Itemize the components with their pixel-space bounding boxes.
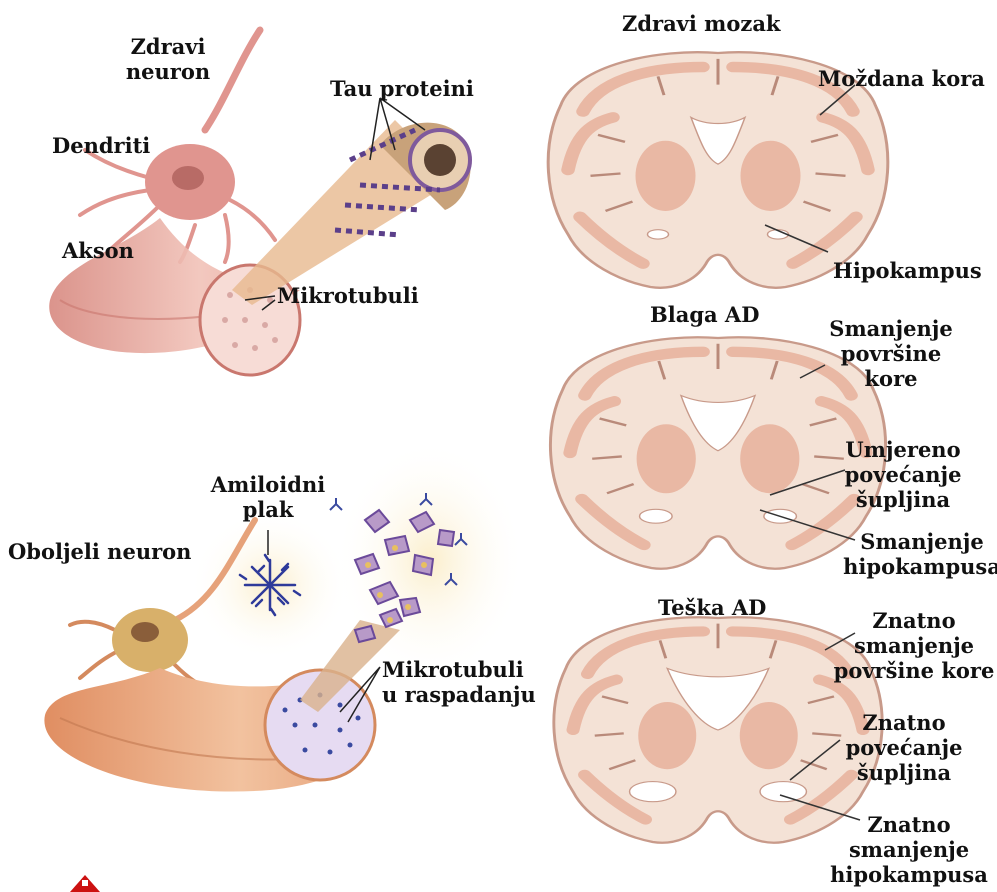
severe-cortex-label: Znatno smanjenje površine kore [834,608,995,683]
severe-ad-title: Teška AD [658,595,766,620]
severe-hippocampus-label: Znatno smanjenje hipokampusa [830,812,988,887]
microtubules-label: Mikrotubuli [277,283,419,308]
mild-ventricles-label: Umjereno povećanje šupljina [845,437,962,512]
cortex-label: Moždana kora [818,66,985,91]
disintegrating-microtubules-line2: u raspadanju [382,682,536,707]
mild-hippocampus-line2: hipokampusa [843,554,997,579]
logo-mark [70,875,100,892]
severe-ventricles-line3: šupljina [846,760,963,785]
hippocampus-label: Hipokampus [833,258,982,283]
mild-hippocampus-label: Smanjenje hipokampusa [843,529,997,579]
mild-ventricles-line3: šupljina [845,487,962,512]
disintegrating-microtubules-label: Mikrotubuli u raspadanju [382,657,536,707]
mild-ad-title: Blaga AD [650,302,759,327]
dendrites-label: Dendriti [52,133,150,158]
diseased-neuron-title: Oboljeli neuron [8,539,191,564]
severe-hippocampus-line3: hipokampusa [830,862,988,887]
severe-cortex-line2: smanjenje [834,633,995,658]
axon-label: Akson [62,238,134,263]
healthy-neuron-title-line1: Zdravi [126,34,210,59]
severe-cortex-line3: površine kore [834,658,995,683]
mild-hippocampus-line1: Smanjenje [843,529,997,554]
disintegrating-microtubules-line1: Mikrotubuli [382,657,536,682]
tau-proteins-label: Tau proteini [330,76,474,101]
amyloid-plaque-line1: Amiloidni [211,472,325,497]
severe-cortex-line1: Znatno [834,608,995,633]
severe-hippocampus-line2: smanjenje [830,837,988,862]
severe-ventricles-label: Znatno povećanje šupljina [846,710,963,785]
mild-cortex-line3: kore [829,366,952,391]
mild-ventricles-line1: Umjereno [845,437,962,462]
amyloid-plaque-label: Amiloidni plak [211,472,325,522]
healthy-brain-title: Zdravi mozak [622,11,780,36]
healthy-neuron-title-line2: neuron [126,59,210,84]
severe-ventricles-line1: Znatno [846,710,963,735]
mild-cortex-label: Smanjenje površine kore [829,316,952,391]
amyloid-plaque-line2: plak [211,497,325,522]
mild-cortex-line1: Smanjenje [829,316,952,341]
severe-ventricles-line2: povećanje [846,735,963,760]
healthy-neuron-title: Zdravi neuron [126,34,210,84]
mild-ventricles-line2: povećanje [845,462,962,487]
mild-cortex-line2: površine [829,341,952,366]
severe-hippocampus-line1: Znatno [830,812,988,837]
